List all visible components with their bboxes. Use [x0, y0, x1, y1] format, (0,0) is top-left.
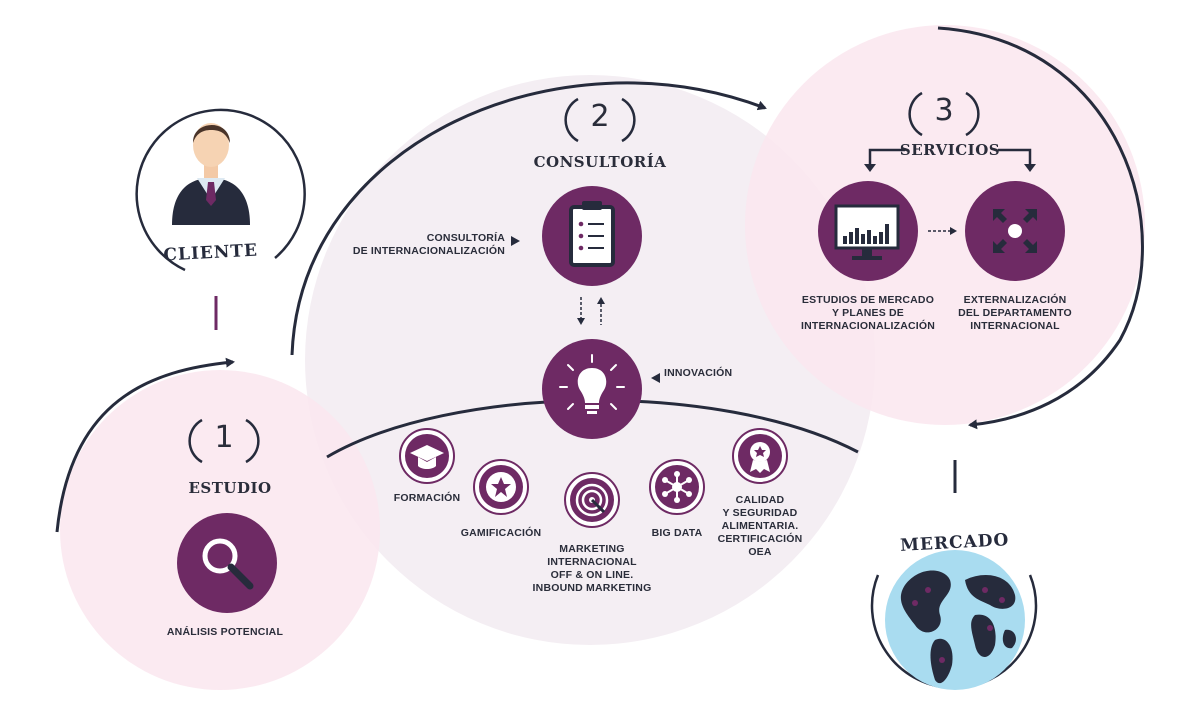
up-arrow-head: [597, 297, 605, 304]
service-label-gamificacion: GAMIFICACIÓN: [460, 527, 542, 539]
clipboard-icon: [542, 186, 642, 286]
target-icon: [564, 472, 620, 528]
client-avatar-icon: [172, 123, 250, 225]
service-label-calidad: CALIDAD Y SEGURIDAD ALIMENTARIA. CERTIFI…: [717, 494, 803, 558]
market-study-monitor-icon: [818, 181, 918, 281]
step3-title: SERVICIOS: [899, 141, 1001, 159]
award-icon: [732, 428, 788, 484]
flow-arc-servicios: [937, 26, 1144, 430]
analisis-potencial-label: ANÁLISIS POTENCIAL: [166, 626, 284, 638]
step2-title: CONSULTORÍA: [533, 153, 667, 171]
star-icon: [473, 459, 529, 515]
innovation-label: INNOVACIÓN: [664, 367, 733, 379]
step1-title: ESTUDIO: [188, 479, 272, 497]
service-label-formacion: FORMACIÓN: [393, 492, 461, 504]
network-icon: [649, 459, 705, 515]
outsourcing-label: EXTERNALIZACIÓN DEL DEPARTAMENTO INTERNA…: [958, 294, 1072, 332]
market-globe: [870, 550, 1038, 690]
servicios-circle: [745, 25, 1145, 425]
split-arrow-left: [868, 148, 905, 165]
graduation-cap-icon: [399, 428, 455, 484]
innovation-pointer-icon: [651, 373, 660, 383]
service-label-marketing: MARKETING INTERNACIONAL OFF & ON LINE. I…: [532, 543, 652, 594]
market-label: MERCADO: [900, 530, 1010, 556]
consulting-pointer-icon: [511, 236, 520, 246]
outsourcing-expand-icon: [965, 181, 1065, 281]
down-arrow-head: [577, 318, 585, 325]
client-ring: [135, 108, 306, 272]
lightbulb-icon: [542, 339, 642, 439]
flow-arc-estudio: [55, 357, 235, 533]
step1-number-badge: [188, 418, 260, 464]
split-arrow-right: [998, 148, 1032, 165]
step3-number-badge: [908, 91, 980, 137]
step1-number: 1: [214, 420, 234, 455]
services-arrow-head: [950, 227, 957, 235]
step2-number: 2: [590, 99, 610, 134]
magnifier-icon: [177, 513, 277, 613]
consulting-label: CONSULTORÍA DE INTERNACIONALIZACIÓN: [352, 232, 505, 257]
step3-number: 3: [934, 93, 954, 128]
service-label-big-data: BIG DATA: [651, 527, 703, 539]
step2-number-badge: [564, 97, 636, 143]
client-label: CLIENTE: [163, 241, 258, 266]
market-studies-label: ESTUDIOS DE MERCADO Y PLANES DE INTERNAC…: [800, 294, 936, 332]
flow-arc-consultoria: [290, 81, 767, 356]
split-arrow-left-head: [864, 164, 876, 172]
split-arrow-right-head: [1024, 164, 1036, 172]
